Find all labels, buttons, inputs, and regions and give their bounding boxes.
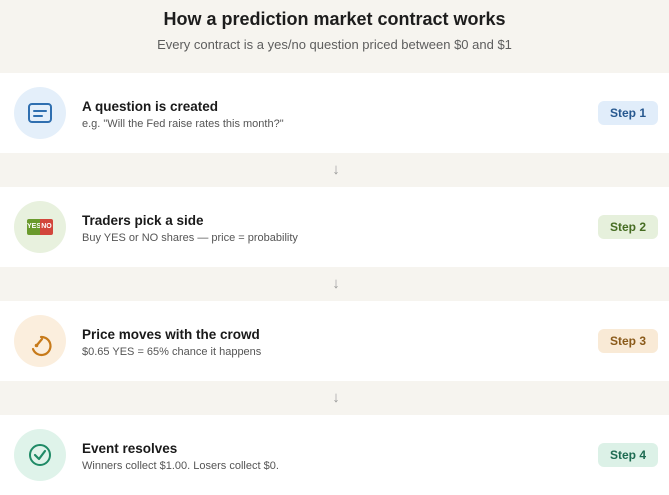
step-card-1: A question is created e.g. "Will the Fed… <box>0 73 669 153</box>
gauge-icon <box>14 315 66 367</box>
step-card-4: Event resolves Winners collect $1.00. Lo… <box>0 415 669 495</box>
page-subtitle: Every contract is a yes/no question pric… <box>157 37 512 52</box>
yes-no-icon: YES NO <box>14 201 66 253</box>
page-title: How a prediction market contract works <box>163 9 506 29</box>
down-arrow-icon: ↓ <box>332 389 340 406</box>
document-icon <box>14 87 66 139</box>
step-title: Traders pick a side <box>82 213 204 228</box>
step-badge: Step 3 <box>598 329 658 353</box>
down-arrow-icon: ↓ <box>332 161 340 178</box>
step-badge: Step 4 <box>598 443 658 467</box>
step-description: $0.65 YES = 65% chance it happens <box>82 346 262 358</box>
step-description: Buy YES or NO shares — price = probabili… <box>82 232 298 244</box>
step-card-2: YES NO Traders pick a side Buy YES or NO… <box>0 187 669 267</box>
no-label: NO <box>40 219 53 235</box>
down-arrow-icon: ↓ <box>332 275 340 292</box>
step-description: Winners collect $1.00. Losers collect $0… <box>82 460 279 472</box>
yes-label: YES <box>27 219 40 235</box>
step-title: Event resolves <box>82 441 178 456</box>
step-badge: Step 1 <box>598 101 658 125</box>
step-title: A question is created <box>82 99 219 114</box>
step-title: Price moves with the crowd <box>82 327 260 342</box>
check-circle-icon <box>14 429 66 481</box>
step-description: e.g. "Will the Fed raise rates this mont… <box>82 118 284 130</box>
step-badge: Step 2 <box>598 215 658 239</box>
step-card-3: Price moves with the crowd $0.65 YES = 6… <box>0 301 669 381</box>
